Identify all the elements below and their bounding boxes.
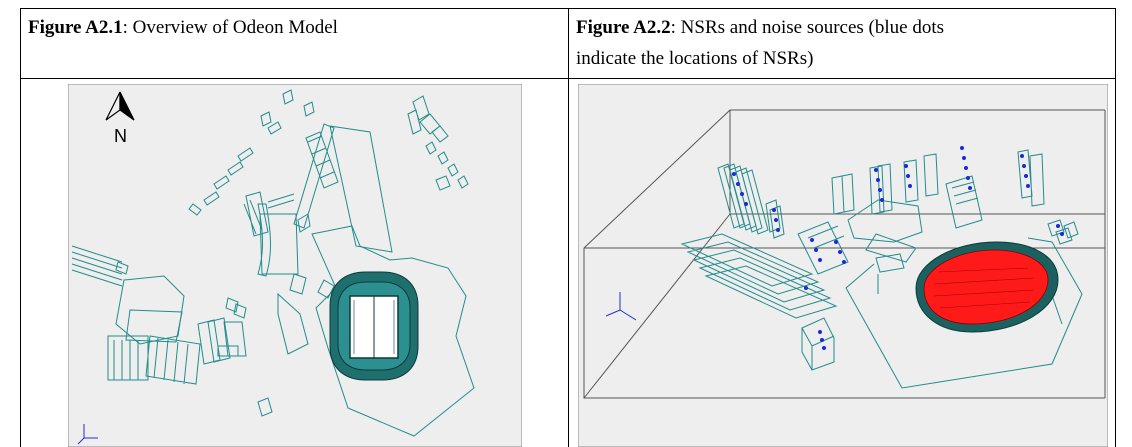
stadium-plan bbox=[329, 271, 419, 381]
figure-a2-2-label: Figure A2.2 bbox=[576, 17, 671, 38]
axes-icon bbox=[77, 424, 98, 445]
figure-a2-1-caption: Figure A2.1: Overview of Odeon Model bbox=[28, 12, 338, 43]
north-label: N bbox=[114, 126, 127, 146]
figure-a2-1-label: Figure A2.1 bbox=[28, 17, 123, 38]
figure-a2-1-title: : Overview of Odeon Model bbox=[122, 17, 338, 38]
figure-a2-2-title-line2: indicate the locations of NSRs) bbox=[576, 48, 814, 69]
stadium-3d bbox=[915, 241, 1059, 333]
figure-a2-2-image bbox=[578, 84, 1108, 447]
table-border-middle bbox=[568, 8, 569, 447]
figure-a2-1-image: N bbox=[68, 84, 522, 447]
north-arrow-icon: N bbox=[105, 91, 135, 146]
nsr-locations bbox=[732, 146, 1064, 350]
table-border-right bbox=[1115, 8, 1116, 447]
odeon-model-3d-view bbox=[578, 84, 1108, 447]
axes-icon bbox=[605, 292, 637, 321]
figure-a2-2-caption: Figure A2.2: NSRs and noise sources (blu… bbox=[576, 12, 1111, 74]
odeon-model-plan-view: N bbox=[68, 84, 522, 447]
figure-a2-2-title-line1: : NSRs and noise sources (blue dots bbox=[670, 17, 945, 38]
table-border-left bbox=[20, 8, 21, 447]
